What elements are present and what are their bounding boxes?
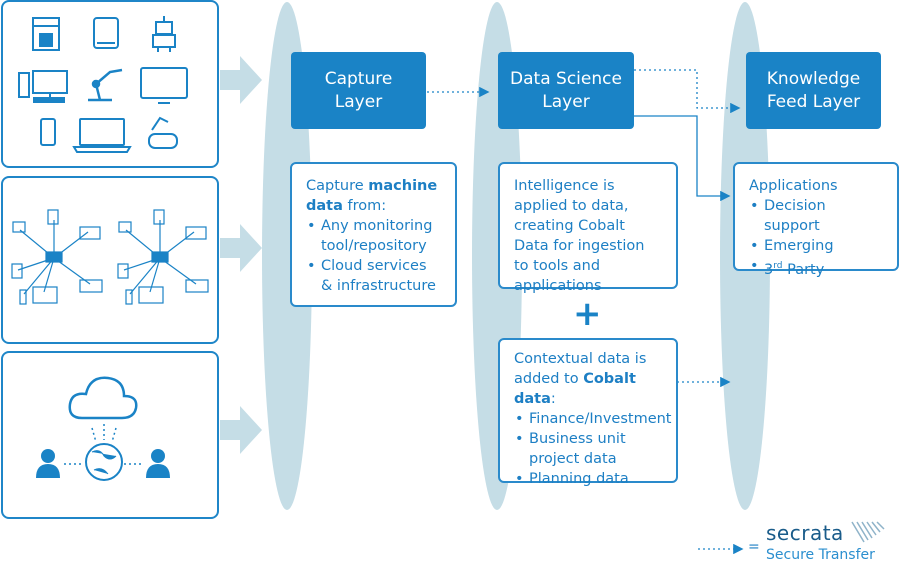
user-left-icon (36, 449, 60, 478)
knowledge-header-line2: Feed Layer (766, 91, 861, 112)
applications-card: Applications Decision support Emerging 3… (733, 162, 899, 278)
list-item: Planning data (514, 469, 662, 489)
block-arrow-3 (220, 406, 262, 454)
intelligence-card: Intelligence is applied to data, creatin… (498, 162, 678, 294)
list-item: Emerging (749, 236, 883, 256)
list-item: Any monitoring tool/repository (306, 216, 441, 256)
tablet-icon (93, 17, 119, 49)
solid-connector (634, 115, 731, 202)
user-right-icon (146, 449, 170, 478)
robot-icon (152, 16, 176, 52)
block-arrow-2 (220, 224, 262, 272)
robot-arm-icon (88, 68, 123, 102)
globe-dotted-rays (64, 424, 144, 465)
secure-transfer-connectors (427, 69, 744, 555)
list-item: Finance/Investment (514, 409, 672, 429)
knowledge-header-line1: Knowledge (766, 68, 861, 89)
tracked-robot-icon (148, 116, 178, 149)
legend-equals: = (748, 539, 760, 555)
applications-card-list: Decision support Emerging 3rd Party (749, 196, 883, 280)
secrata-logo-mark (851, 521, 885, 543)
list-item: Business unit project data (514, 429, 662, 469)
intelligence-card-text: Intelligence is applied to data, creatin… (514, 178, 645, 294)
capture-card-intro: Capture machine data from: (306, 178, 438, 214)
desktop-computer-icon (18, 70, 68, 103)
network-panel (1, 176, 219, 344)
smartphone-icon (40, 118, 56, 146)
monitor-icon (140, 67, 188, 104)
capture-header-line2: Layer (334, 91, 383, 112)
legend-caption: Secure Transfer (766, 547, 875, 563)
data-science-header-line2: Layer (542, 91, 590, 112)
cloud-icon (68, 376, 138, 420)
devices-panel (1, 0, 219, 168)
capture-layer-header: Capture Layer (291, 52, 426, 129)
plus-symbol: + (573, 294, 602, 334)
network-diagram-left-icon (11, 209, 103, 305)
applications-card-title: Applications (749, 178, 838, 194)
laptop-icon (72, 118, 132, 153)
list-item: 3rd Party (749, 256, 883, 280)
list-item: Decision support (749, 196, 883, 236)
capture-card-list: Any monitoring tool/repository Cloud ser… (306, 216, 441, 296)
data-science-header-line1: Data Science (510, 68, 622, 89)
capture-header-line1: Capture (324, 68, 393, 89)
secrata-logo: secrata (766, 521, 844, 545)
capture-card: Capture machine data from: Any monitorin… (290, 162, 457, 307)
network-diagram-right-icon (117, 209, 209, 305)
knowledge-feed-layer-header: Knowledge Feed Layer (746, 52, 881, 129)
contextual-card: Contextual data is added to Cobalt data:… (498, 338, 678, 489)
printer-3d-icon (32, 17, 60, 51)
contextual-card-list: Finance/Investment Business unit project… (514, 409, 672, 489)
list-item: Cloud services & infrastructure (306, 256, 441, 296)
globe-icon (85, 443, 123, 481)
data-science-layer-header: Data Science Layer (498, 52, 634, 129)
block-arrow-1 (220, 56, 262, 104)
contextual-card-intro: Contextual data is added to Cobalt data: (514, 351, 647, 407)
